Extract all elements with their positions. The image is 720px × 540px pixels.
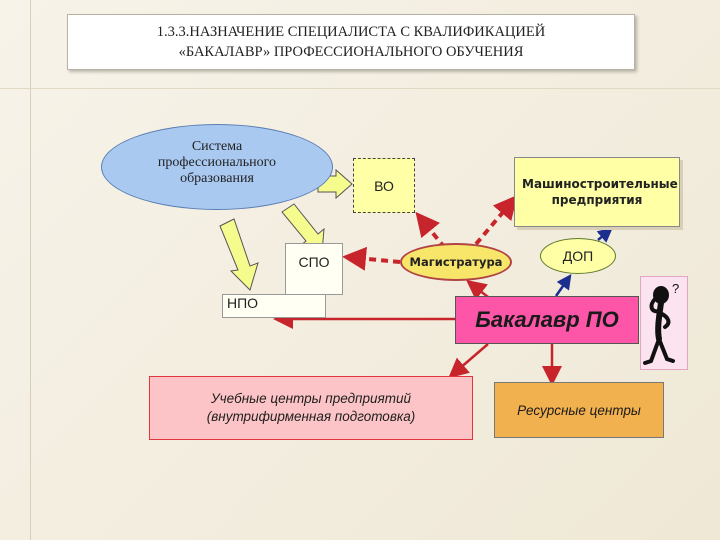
arrow-to-ucheb bbox=[448, 343, 489, 379]
arrow-to-magistratura bbox=[466, 279, 489, 301]
node-spo-label: СПО bbox=[298, 254, 330, 270]
node-resursnye-label: Ресурсные центры bbox=[517, 402, 641, 418]
title-line-1: 1.3.3.НАЗНАЧЕНИЕ СПЕЦИАЛИСТА С КВАЛИФИКА… bbox=[156, 24, 546, 40]
node-bakalavr-label: Бакалавр ПО bbox=[475, 307, 619, 332]
thinking-figure-card: ? bbox=[640, 276, 688, 370]
node-bakalavr: Бакалавр ПО bbox=[455, 296, 639, 344]
node-resursnye: Ресурсные центры bbox=[494, 382, 664, 438]
blue-arrow-to-dop bbox=[554, 273, 572, 297]
title-line-2: «БАКАЛАВР» ПРОФЕССИОНАЛЬНОГО ОБУЧЕНИЯ bbox=[178, 44, 524, 60]
dashed-arrow-to-mash bbox=[474, 194, 518, 246]
block-arrow-to-npo bbox=[219, 218, 259, 291]
blue-arrow-to-mash bbox=[596, 227, 613, 243]
node-vo: ВО bbox=[353, 158, 415, 213]
node-system: Система профессионального образования bbox=[101, 124, 333, 210]
node-magistratura-label: Магистратура bbox=[409, 255, 503, 269]
node-npo: НПО bbox=[222, 294, 326, 318]
question-mark-icon: ? bbox=[672, 281, 679, 296]
node-vo-label: ВО bbox=[374, 177, 394, 194]
node-mash-label: Машиностроительные предприятия bbox=[522, 177, 678, 207]
decorative-line bbox=[30, 0, 31, 540]
block-arrow-to-spo bbox=[281, 203, 325, 253]
node-dop: ДОП bbox=[540, 238, 616, 274]
node-dop-label: ДОП bbox=[562, 248, 594, 264]
thinking-person-icon: ? bbox=[643, 281, 679, 365]
dashed-arrow-to-spo bbox=[342, 246, 401, 271]
node-ucheb-line-2: (внутрифирменная подготовка) bbox=[206, 409, 416, 424]
node-magistratura: Магистратура bbox=[400, 243, 512, 281]
node-system-label: Система профессионального образования bbox=[157, 139, 277, 186]
node-spo: СПО bbox=[285, 243, 343, 295]
node-npo-label: НПО bbox=[227, 295, 259, 311]
node-mash: Машиностроительные предприятия bbox=[514, 157, 680, 227]
node-ucheb: Учебные центры предприятий (внутрифирмен… bbox=[149, 376, 473, 440]
node-ucheb-line-1: Учебные центры предприятий bbox=[211, 391, 411, 406]
decorative-line bbox=[0, 88, 720, 89]
slide-title: 1.3.3.НАЗНАЧЕНИЕ СПЕЦИАЛИСТА С КВАЛИФИКА… bbox=[67, 14, 635, 70]
